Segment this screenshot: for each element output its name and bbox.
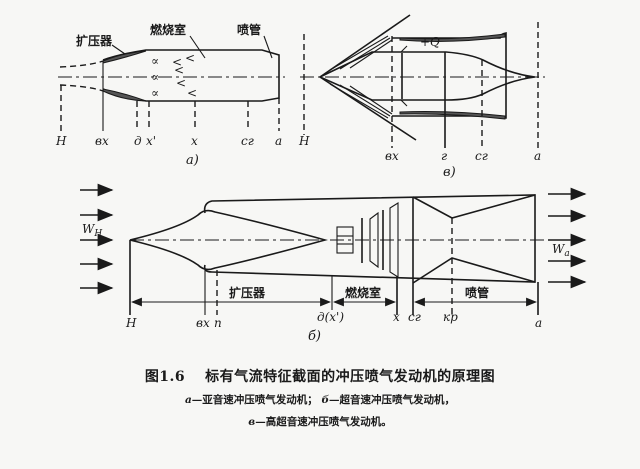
diffuser-wall-top bbox=[102, 50, 147, 64]
inlet-streamline-top bbox=[59, 60, 104, 68]
station-label: cг bbox=[408, 310, 421, 324]
diagram-a-subsonic: ∝ ∝ ∝ < < < < < 扩压器 燃烧室 喷管 H вх д x' x c… bbox=[55, 22, 285, 168]
flame-icon: < bbox=[174, 63, 184, 77]
spike-centerbody bbox=[129, 209, 328, 271]
inflow-velocity-label: WH bbox=[82, 222, 102, 239]
station-label: a bbox=[275, 134, 282, 148]
leader-line bbox=[111, 44, 126, 55]
cowl-wall-bottom bbox=[399, 111, 506, 120]
station-label: вх bbox=[385, 149, 399, 163]
legend-key: б bbox=[321, 394, 330, 406]
figure-caption-title: 图1.6 标有气流特征截面的冲压喷气发动机的原理图 bbox=[0, 366, 640, 386]
station-label: x' bbox=[146, 134, 156, 148]
injector-tick bbox=[400, 45, 408, 53]
station-label: cг bbox=[241, 134, 254, 148]
figure-legend-line-1: a—亚音速冲压喷气发动机； б—超音速冲压喷气发动机， bbox=[0, 392, 640, 407]
flameholder-icon: ∝ bbox=[151, 54, 159, 68]
station-label: x bbox=[393, 310, 400, 324]
station-label: a bbox=[535, 316, 542, 330]
compression-wave bbox=[329, 83, 389, 119]
diagram-v-hypersonic: +Q H вх г cг a в) bbox=[298, 14, 545, 180]
heat-addition-label: +Q bbox=[420, 35, 440, 49]
station-label: д bbox=[134, 134, 142, 148]
legend-key: в bbox=[248, 416, 256, 428]
label-diffuser: 扩压器 bbox=[229, 285, 266, 300]
label-nozzle: 喷管 bbox=[465, 285, 489, 300]
inlet-streamline-bottom bbox=[59, 84, 104, 92]
flame-icon: < bbox=[172, 55, 182, 69]
flameholder-icon: ∝ bbox=[151, 70, 159, 84]
sublabel-a: a) bbox=[186, 153, 199, 168]
flameholder-grid bbox=[336, 226, 354, 254]
station-label: cг bbox=[475, 149, 488, 163]
label-combustor: 燃烧室 bbox=[345, 285, 381, 300]
legend-text: —超音速冲压喷气发动机， bbox=[329, 394, 456, 406]
label-diffuser: 扩压器 bbox=[76, 33, 113, 48]
station-label: H bbox=[298, 134, 310, 148]
station-label: вх bbox=[196, 316, 210, 330]
nozzle-wall-top bbox=[412, 194, 536, 219]
flameholder-ring bbox=[389, 202, 399, 278]
diffuser-wall-bottom bbox=[102, 88, 147, 102]
flame-icon: < bbox=[187, 86, 197, 100]
central-body bbox=[318, 51, 536, 101]
station-label: вх bbox=[95, 134, 109, 148]
cowl-wall-top bbox=[399, 33, 506, 42]
station-label: д(x') bbox=[317, 310, 344, 324]
figure-number: 图1.6 bbox=[144, 369, 186, 385]
flameholder-icon: ∝ bbox=[151, 86, 159, 100]
station-label: кр bbox=[443, 310, 458, 324]
label-nozzle: 喷管 bbox=[237, 22, 261, 37]
leader-line bbox=[263, 35, 273, 59]
diagram-b-supersonic: WH Wa bbox=[80, 183, 587, 344]
compression-wave bbox=[349, 39, 393, 69]
figure-title: 标有气流特征截面的冲压喷气发动机的原理图 bbox=[205, 369, 496, 385]
station-label: H bbox=[55, 134, 67, 148]
legend-text: —高超音速冲压喷气发动机。 bbox=[255, 416, 392, 428]
sublabel-v: в) bbox=[443, 165, 456, 180]
injector-tick bbox=[400, 99, 408, 107]
label-combustor: 燃烧室 bbox=[150, 22, 186, 37]
station-label: г bbox=[441, 149, 447, 163]
station-label: п bbox=[214, 316, 222, 330]
flame-icon: < bbox=[176, 76, 186, 90]
legend-text: —亚音速冲压喷气发动机； bbox=[191, 394, 318, 406]
ramjet-diagrams: ∝ ∝ ∝ < < < < < 扩压器 燃烧室 喷管 H вх д x' x c… bbox=[55, 14, 587, 344]
compression-wave bbox=[329, 35, 389, 71]
station-label: x bbox=[191, 134, 198, 148]
flame-icon: < bbox=[185, 51, 195, 65]
station-label: H bbox=[125, 316, 137, 330]
leader-line bbox=[189, 35, 206, 59]
station-label: a bbox=[534, 149, 541, 163]
figure-legend-line-2: в—高超音速冲压喷气发动机。 bbox=[0, 414, 640, 429]
sublabel-b: б) bbox=[308, 329, 321, 344]
flameholder-ring bbox=[369, 211, 379, 269]
cowl bbox=[392, 32, 507, 119]
legend-key: a bbox=[184, 394, 192, 406]
outflow-velocity-label: Wa bbox=[552, 242, 570, 259]
